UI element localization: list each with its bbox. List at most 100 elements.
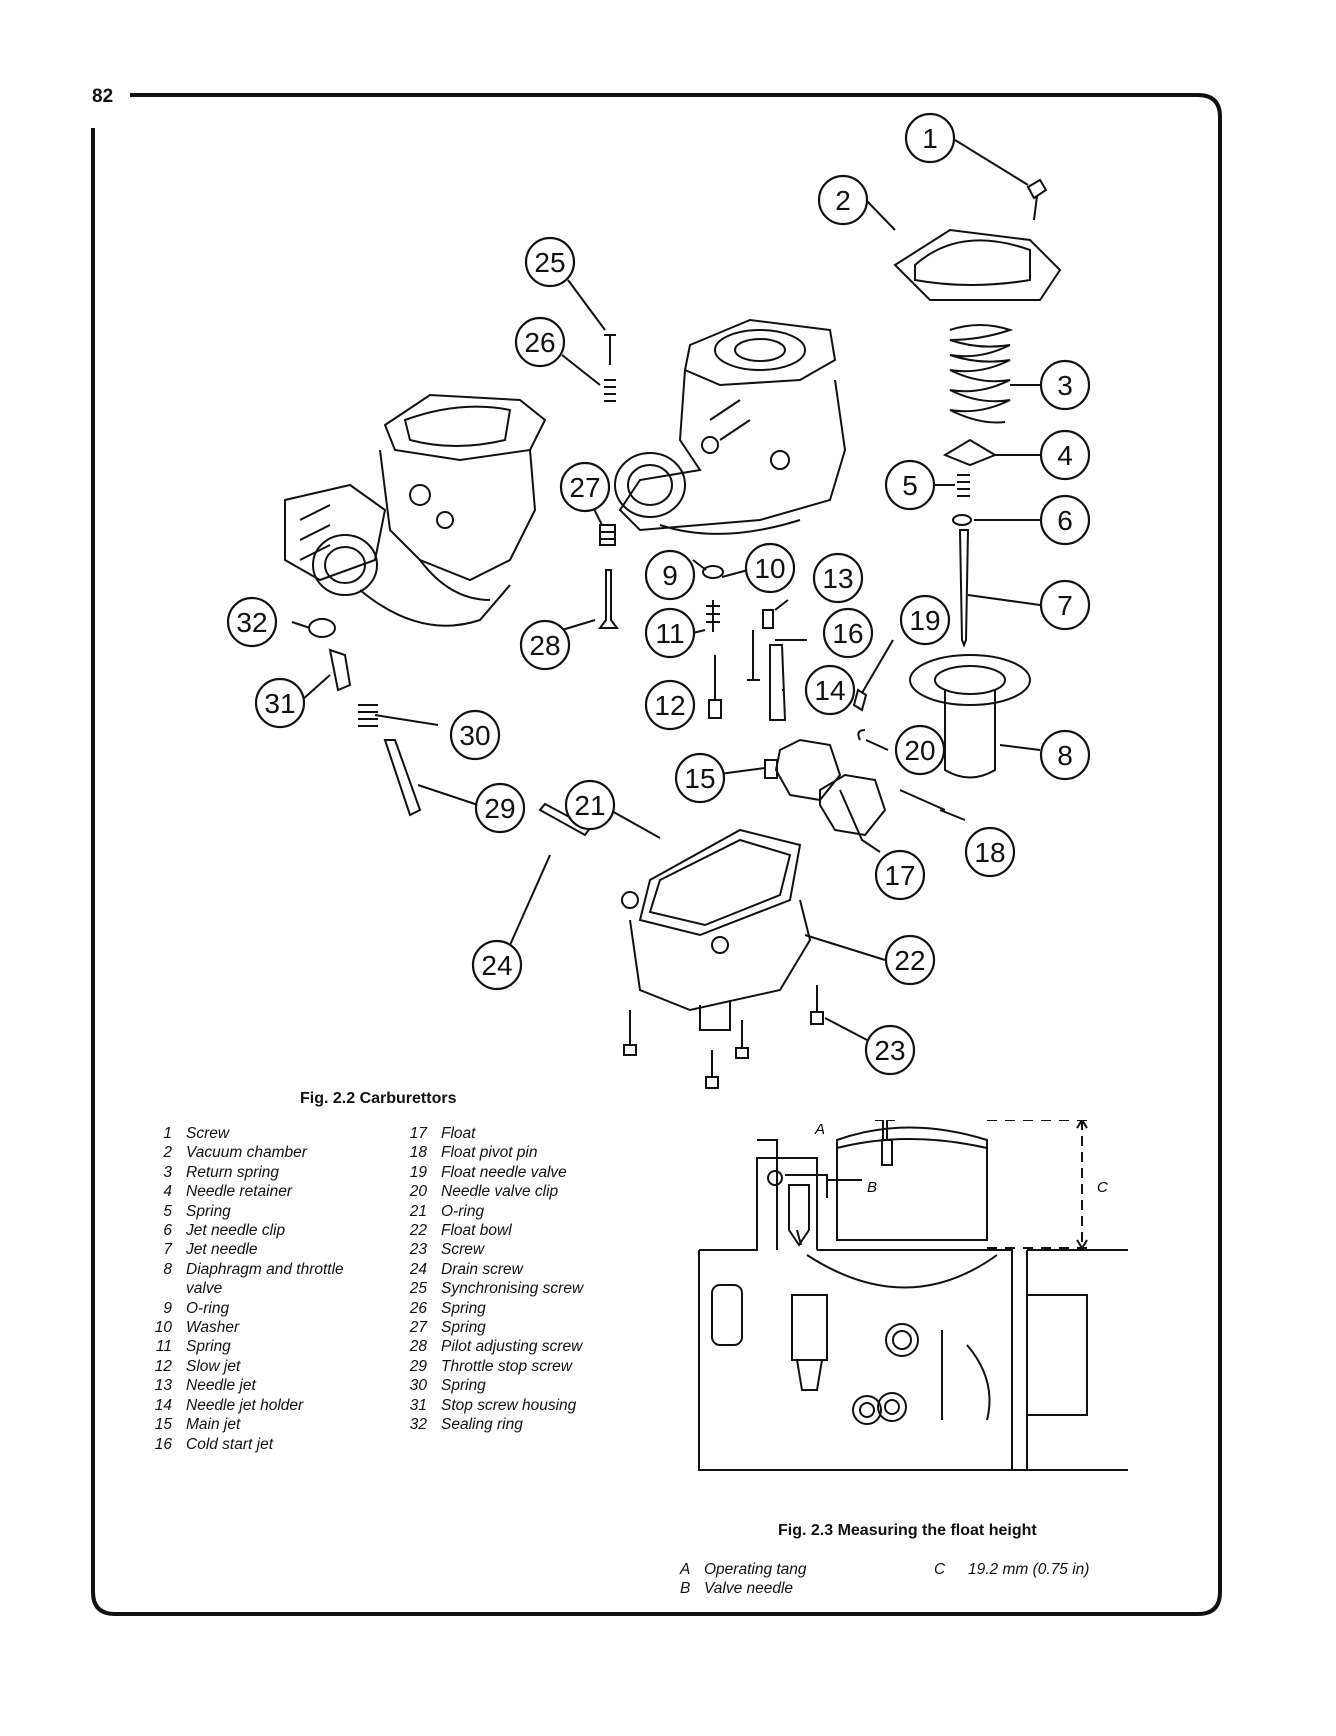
fig23-legend-text-c: 19.2 mm (0.75 in) [968,1561,1090,1578]
callout-11-label: 11 [655,618,684,649]
callout-32-label: 32 [236,607,267,638]
fig23-legend: A Operating tang C 19.2 mm (0.75 in) B V… [680,1560,1089,1598]
callout-25-label: 25 [534,247,565,278]
callout-9: 9 [644,549,696,601]
callout-18: 18 [964,826,1016,878]
callout-28: 28 [519,619,571,671]
callout-5-label: 5 [902,470,918,501]
callout-26-label: 26 [524,327,555,358]
callout-9-label: 9 [662,560,678,591]
fig23-legend-key-c: C [934,1561,946,1578]
callout-10: 10 [744,542,796,594]
callout-16: 16 [822,607,874,659]
callout-21-label: 21 [574,790,605,821]
callout-14: 14 [804,664,856,716]
callout-3: 3 [1039,359,1091,411]
callout-22: 22 [884,934,936,986]
callout-13: 13 [812,552,864,604]
callout-7-label: 7 [1057,590,1073,621]
right-carburettor-drawing [614,318,847,535]
callout-27: 27 [559,461,611,513]
fig23-legend-row: B Valve needle [680,1579,1089,1598]
callout-18-label: 18 [974,837,1005,868]
callout-17-label: 17 [884,860,915,891]
callout-30-label: 30 [459,720,490,751]
callout-6-label: 6 [1057,505,1073,536]
callout-21: 21 [564,779,616,831]
callout-2-label: 2 [835,185,851,216]
callout-8: 8 [1039,729,1091,781]
callout-8-label: 8 [1057,740,1073,771]
fig22-caption: Fig. 2.2 Carburettors [300,1090,457,1107]
callout-26: 26 [514,316,566,368]
callout-14-label: 14 [814,675,845,706]
callout-29-label: 29 [484,793,515,824]
callout-1: 1 [904,112,956,164]
fig22-diagram [284,139,1062,1089]
callout-24: 24 [471,939,523,991]
callout-20: 20 [894,724,946,776]
fig23-legend-text-b: Valve needle [704,1580,794,1597]
callout-24-label: 24 [481,950,512,981]
callout-31: 31 [254,677,306,729]
callout-17: 17 [874,849,926,901]
callout-19: 19 [899,594,951,646]
legend-item: valve [186,1280,223,1298]
callout-1-label: 1 [922,123,938,154]
callout-3-label: 3 [1057,370,1073,401]
callout-15-label: 15 [684,763,715,794]
fig23-legend-row: A Operating tang C 19.2 mm (0.75 in) [680,1560,1089,1579]
fig23-legend-key-a: A [680,1561,691,1578]
callout-6: 6 [1039,494,1091,546]
callout-13-label: 13 [822,563,853,594]
callout-12-label: 12 [654,690,685,721]
callout-7: 7 [1039,579,1091,631]
callout-19-label: 19 [909,605,940,636]
fig23-caption: Fig. 2.3 Measuring the float height [778,1522,1037,1539]
callout-2: 2 [817,174,869,226]
callout-22-label: 22 [894,945,925,976]
fig23-label-c: C [1097,1179,1108,1196]
callout-10-label: 10 [754,553,785,584]
callout-28-label: 28 [529,630,560,661]
fig23-legend-text-a: Operating tang [704,1561,807,1578]
fig23-diagram: A B C [698,1120,1128,1471]
callout-31-label: 31 [264,688,295,719]
fig22-callouts: 1 2 3 4 5 6 7 8 9 10 11 12 13 14 15 16 1… [226,112,1091,1076]
callout-15: 15 [674,752,726,804]
callout-27-label: 27 [569,472,600,503]
callout-29: 29 [474,782,526,834]
callout-25: 25 [524,236,576,288]
